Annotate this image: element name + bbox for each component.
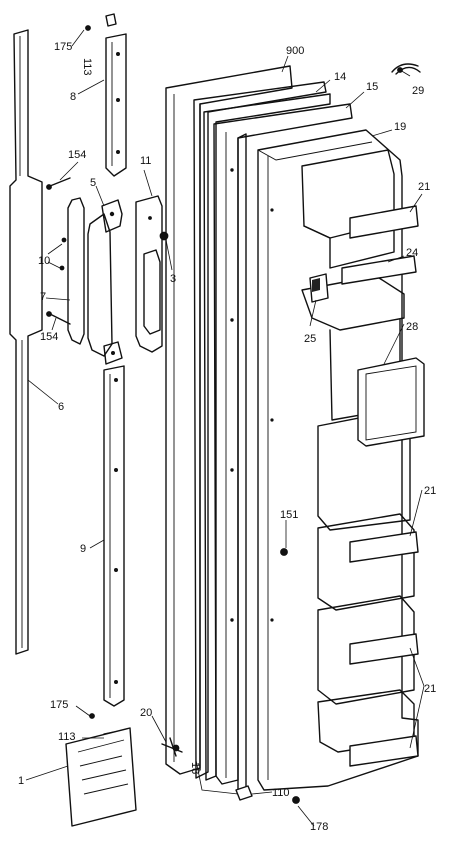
callout-29: 29 [412, 85, 424, 97]
mounting-bar-part-8 [105, 33, 127, 177]
callout-900: 900 [286, 45, 304, 57]
callout-6: 6 [58, 401, 64, 413]
callout-7: 7 [40, 291, 46, 303]
callout-21-top: 21 [418, 181, 430, 193]
callout-11: 11 [140, 155, 151, 167]
callout-28: 28 [406, 321, 418, 333]
callout-10: 10 [38, 255, 50, 267]
callout-labels: 175 113 8 154 5 10 7 154 6 11 3 9 900 14… [18, 41, 436, 833]
callout-21-bottom: 21 [424, 683, 436, 695]
callout-21-middle: 21 [424, 485, 436, 497]
callout-110: 110 [272, 787, 290, 799]
callout-1: 1 [18, 775, 24, 787]
fastener-part-29 [391, 63, 421, 75]
panel-insert-part-28 [357, 357, 425, 447]
handle-bracket-part-11 [135, 195, 169, 353]
callout-20: 20 [140, 707, 152, 719]
door-liner-part-19 [257, 129, 419, 791]
door-frame-part-14 [193, 81, 331, 781]
callout-8: 8 [70, 91, 76, 103]
callout-14: 14 [334, 71, 346, 83]
shelf-bars-part-21 [349, 205, 419, 767]
callout-19: 19 [394, 121, 406, 133]
shelf-bar-part-24 [341, 255, 417, 285]
screws-part-154 [46, 177, 71, 325]
callout-178: 178 [310, 821, 328, 833]
callout-175-bottom: 175 [50, 699, 68, 711]
door-outer-panel-part-900 [165, 65, 293, 775]
gasket-strip-part-6 [9, 29, 43, 655]
callout-5: 5 [90, 177, 96, 189]
callout-113-bottom: 113 [58, 731, 76, 743]
callout-154-top: 154 [68, 149, 86, 161]
callout-175-top: 175 [54, 41, 72, 53]
literature-booklet-part-1 [65, 727, 137, 827]
callout-24: 24 [406, 247, 418, 259]
callout-25: 25 [304, 333, 316, 345]
gasket-part-18 [237, 133, 247, 795]
callout-113-top: 113 [81, 58, 93, 76]
handle-part-7 [67, 197, 123, 365]
callout-154-bottom: 154 [40, 331, 58, 343]
block-part-25 [309, 273, 329, 303]
callout-18: 18 [189, 762, 201, 774]
callout-9: 9 [80, 543, 86, 555]
mounting-bar-part-9 [103, 365, 125, 707]
callout-3: 3 [170, 273, 176, 285]
leader-lines [25, 29, 425, 827]
callout-151: 151 [280, 509, 298, 521]
callout-15: 15 [366, 81, 378, 93]
